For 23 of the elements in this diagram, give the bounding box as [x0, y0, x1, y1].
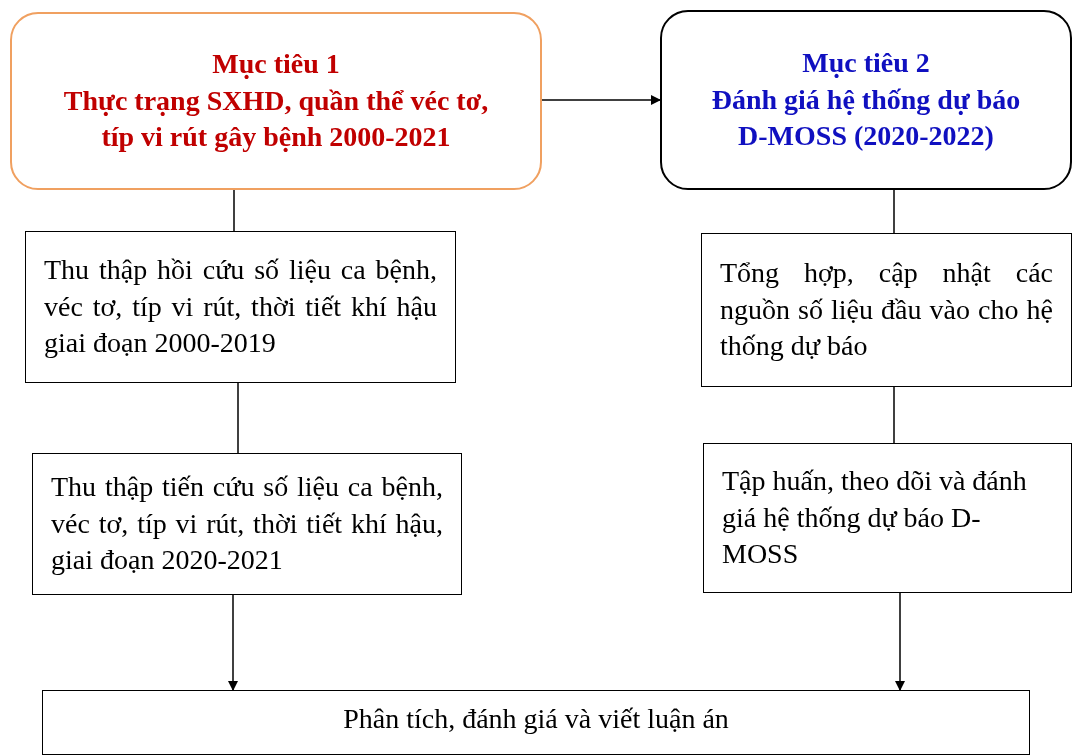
process-box	[701, 233, 1072, 387]
process-box	[703, 443, 1072, 593]
goal-heading: Mục tiêu 2	[801, 46, 931, 81]
box-text: Đánh giá hệ thống dự báo D-MOSS (2020-2022)	[710, 82, 1022, 154]
box-text: Tổng hợp, cập nhật các nguồn số liệu đầu vào cho hệ thống dự báo	[720, 256, 1053, 364]
process-box	[32, 453, 462, 595]
arrow	[895, 592, 905, 691]
arrow	[228, 594, 238, 691]
goal-box	[660, 10, 1072, 190]
connector-line	[237, 382, 239, 454]
connector-line	[233, 189, 235, 232]
connector-line	[893, 386, 895, 444]
box-text: Thu thập hồi cứu số liệu ca bệnh, véc tơ, típ vi rút, thời tiết khí hậu giai đoạn 2000-2019	[44, 253, 437, 361]
arrow	[541, 95, 661, 105]
goal-heading: Mục tiêu 1	[211, 47, 341, 82]
box-text: Thu thập tiến cứu số liệu ca bệnh, véc tơ, típ vi rút, thời tiết khí hậu, giai đoạn 2020-2021	[51, 470, 443, 578]
goal-box	[10, 12, 542, 190]
process-box	[25, 231, 456, 383]
box-text: Thực trạng SXHD, quần thể véc tơ, típ vi rút gây bệnh 2000-2021	[62, 83, 490, 155]
result-box	[42, 690, 1030, 755]
box-text: Phân tích, đánh giá và viết luận án	[342, 702, 730, 736]
box-text: Tập huấn, theo dõi và đánh giá hệ thống dự báo D-MOSS	[722, 464, 1028, 572]
connector-line	[893, 189, 895, 234]
